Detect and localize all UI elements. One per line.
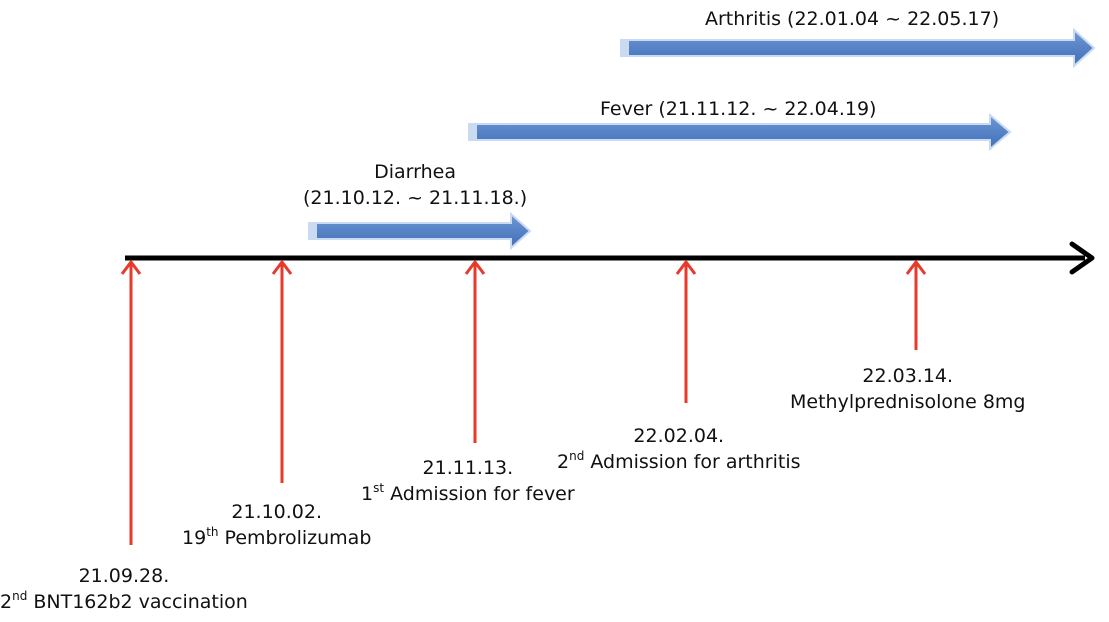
event-arrow-vaccination [120, 259, 142, 545]
period-label-arthritis: Arthritis (22.01.04 ~ 22.05.17) [705, 6, 999, 32]
event-arrow-admission-arthritis [675, 259, 697, 403]
event-date: 22.03.14. [862, 365, 954, 387]
event-label-admission-fever: 21.11.13. 1st Admission for fever [361, 455, 575, 507]
event-description: Methylprednisolone 8mg [790, 391, 1026, 413]
period-label-diarrhea-range: (21.10.12. ~ 21.11.18.) [303, 187, 528, 209]
event-label-methylprednisolone: 22.03.14. Methylprednisolone 8mg [790, 363, 1025, 415]
event-description: 2nd BNT162b2 vaccination [0, 589, 248, 613]
event-description: 1st Admission for fever [361, 481, 575, 505]
event-label-admission-arthritis: 22.02.04. 2nd Admission for arthritis [557, 423, 801, 475]
event-description: 19th Pembrolizumab [182, 525, 372, 549]
event-arrow-pembrolizumab [271, 259, 293, 483]
timeline-axis [125, 241, 1095, 275]
period-bar-diarrhea [308, 211, 532, 251]
event-arrow-methylprednisolone [905, 259, 927, 350]
period-label-fever-text: Fever (21.11.12. ~ 22.04.19) [600, 98, 877, 120]
event-label-vaccination: 21.09.28. 2nd BNT162b2 vaccination [0, 563, 248, 615]
period-label-diarrhea-title: Diarrhea [374, 161, 456, 183]
period-bar-arthritis [620, 27, 1096, 69]
period-label-fever: Fever (21.11.12. ~ 22.04.19) [600, 96, 876, 122]
event-date: 21.09.28. [78, 565, 170, 587]
period-label-arthritis-text: Arthritis (22.01.04 ~ 22.05.17) [705, 8, 1000, 30]
event-label-pembrolizumab: 21.10.02. 19th Pembrolizumab [182, 499, 371, 551]
event-arrow-admission-fever [464, 259, 486, 443]
period-label-diarrhea: Diarrhea (21.10.12. ~ 21.11.18.) [303, 159, 527, 211]
event-date: 21.11.13. [422, 457, 514, 479]
period-bar-fever [468, 112, 1012, 152]
event-date: 22.02.04. [633, 425, 725, 447]
event-description: 2nd Admission for arthritis [557, 449, 801, 473]
event-date: 21.10.02. [231, 501, 323, 523]
